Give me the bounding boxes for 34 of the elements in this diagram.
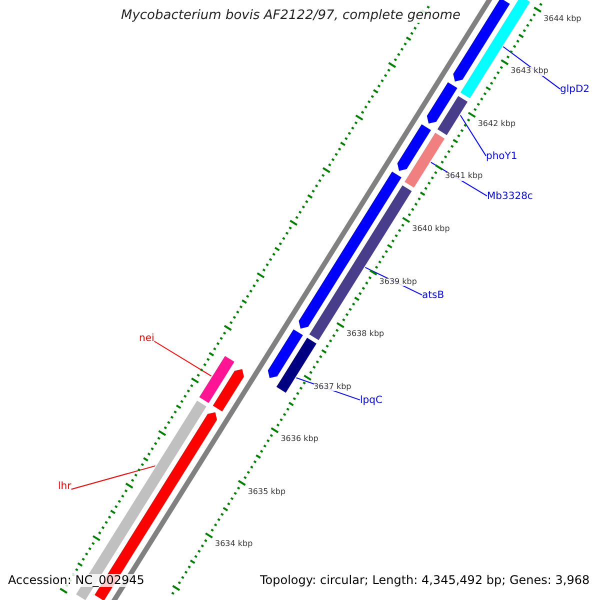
scale-label: 3638 kbp <box>346 330 384 339</box>
gene-feature <box>403 131 446 190</box>
scale-label: 3635 kbp <box>248 488 286 497</box>
gene-label: lpqC <box>360 395 382 406</box>
gene-label: atsB <box>422 290 444 301</box>
gene-label: lhr <box>58 481 72 492</box>
scale-label: 3643 kbp <box>510 67 548 76</box>
gene-label: phoY1 <box>486 151 518 162</box>
gene-feature <box>298 170 403 330</box>
gene-feature <box>211 368 245 413</box>
scale-label: 3636 kbp <box>280 435 318 444</box>
gene-label: glpD2 <box>560 84 590 95</box>
scale-label: 3637 kbp <box>314 382 352 392</box>
scale-label: 3634 kbp <box>214 540 253 550</box>
gene-feature <box>436 94 469 136</box>
gene-label: Mb3328c <box>487 191 533 202</box>
leader-line <box>460 114 486 156</box>
gene-feature <box>266 328 304 380</box>
gene-feature <box>426 80 459 125</box>
leader-line <box>154 340 212 377</box>
scale-label: 3639 kbp <box>379 278 417 286</box>
gene-label: nei <box>139 333 154 344</box>
gene-feature <box>396 122 432 172</box>
scale-label: 3640 kbp <box>412 224 450 234</box>
scale-label: 3641 kbp <box>444 172 483 182</box>
leader-line <box>70 465 156 490</box>
accession-text: Accession: NC_002945 <box>8 574 144 588</box>
gene-feature <box>198 354 236 404</box>
scale-label: 3642 kbp <box>478 120 516 129</box>
map-title: Mycobacterium bovis AF2122/97, complete genome <box>121 9 460 24</box>
gene-feature <box>74 399 208 600</box>
gene-feature <box>459 0 532 100</box>
scale-label: 3644 kbp <box>544 14 582 24</box>
genome-summary: Topology: circular; Length: 4,345,492 bp; Genes: 3,968 <box>260 574 590 588</box>
